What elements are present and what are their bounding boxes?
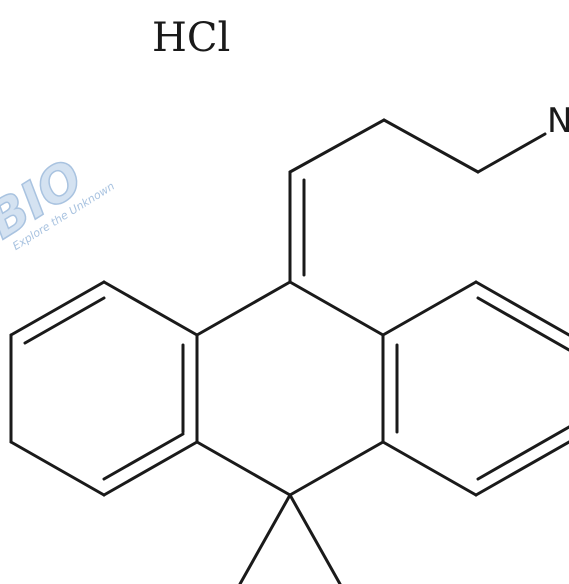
nitrogen-atom-label: N [547, 101, 569, 141]
watermark: BIO Explore the Unknown [0, 148, 117, 253]
right-ring-double-bottom [476, 425, 569, 481]
right-ring-bond-4 [474, 440, 569, 497]
salt-label: HCl [152, 15, 230, 61]
left-ring-bond-5 [102, 440, 199, 497]
central-ring [195, 280, 385, 497]
spiro-cyclopropane [238, 493, 342, 584]
left-benzene-ring [9, 280, 199, 497]
central-bond-c10-right [288, 440, 385, 497]
left-ring-double-bottom [102, 432, 185, 481]
central-bond-c10-left [195, 440, 292, 497]
left-ring-bond-2 [9, 280, 106, 337]
right-ring-bond-3 [381, 440, 478, 497]
left-ring-double-top [23, 296, 106, 345]
central-bond-c9-right [288, 280, 385, 337]
bond-c3prime-n [476, 132, 547, 174]
bond-c2prime-c3prime [382, 118, 480, 174]
right-ring-double-top [476, 296, 569, 352]
cyclopropane-bond-right [288, 493, 342, 584]
central-bond-c9-left [195, 280, 292, 337]
cyclopropane-bond-left [238, 493, 292, 584]
right-ring-bond-1 [381, 280, 478, 337]
left-ring-bond-4 [9, 440, 106, 497]
right-benzene-ring [381, 280, 569, 497]
bond-c1prime-c2prime [288, 118, 386, 174]
right-ring-bond-2 [474, 280, 569, 337]
left-ring-bond-1 [102, 280, 199, 337]
side-chain [288, 118, 547, 284]
